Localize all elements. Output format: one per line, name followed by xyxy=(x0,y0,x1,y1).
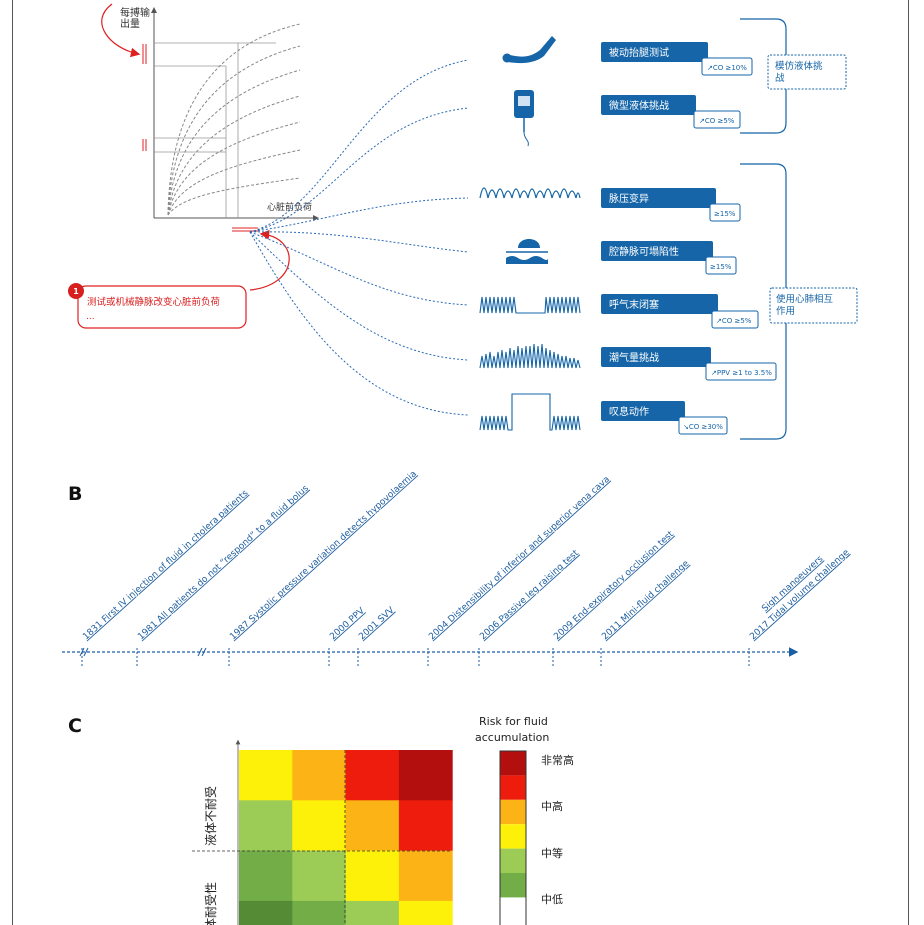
heatmap-cell xyxy=(239,750,293,801)
test-list: 被动抬腿测试 ↗CO ≥10% 微型液体挑战 ↗CO ≥5% 脉压变异 ≥15%… xyxy=(601,42,777,435)
test-connectors xyxy=(249,59,469,416)
preload-change-callout: 1 测试或机械静脉改变心脏前负荷 ... xyxy=(68,283,247,329)
heatmap-cell xyxy=(239,800,293,852)
test-threshold: ↗CO ≥5% xyxy=(699,117,735,125)
test-item-end-expiratory-occlusion: 呼气末闭塞 ↗CO ≥5% xyxy=(601,294,759,329)
delta-sv-markers xyxy=(142,44,147,151)
legend-title-line1: Risk for fluid xyxy=(479,715,548,728)
test-item-tidal-volume-challenge: 潮气量挑战 ↗PPV ≥1 to 3.5% xyxy=(601,347,777,381)
leg-raise-icon xyxy=(502,36,556,64)
guide-lines xyxy=(154,42,276,218)
test-item-mini-fluid-challenge: 微型液体挑战 ↗CO ≥5% xyxy=(601,95,741,129)
tidal-volume-waveform-icon xyxy=(479,343,581,369)
timeline-event: 2011 Mini-fluid challenge xyxy=(600,558,691,642)
legend-label-medium-high: 中高 xyxy=(541,799,563,813)
heatmap-cell xyxy=(292,800,347,852)
test-name: 脉压变异 xyxy=(609,192,649,205)
heatmap-cell xyxy=(398,900,453,925)
test-threshold: ≥15% xyxy=(714,210,736,218)
x-axis-label: 心脏前负荷 xyxy=(267,201,312,213)
right-border-line xyxy=(908,0,909,925)
timeline: 1831 First IV injection of fluid in chol… xyxy=(62,469,852,668)
legend-label-very-high: 非常高 xyxy=(541,753,574,767)
test-item-passive-leg-raising: 被动抬腿测试 ↗CO ≥10% xyxy=(601,42,753,76)
legend-swatch xyxy=(500,873,526,898)
test-threshold: ↗CO ≥10% xyxy=(707,64,747,72)
starling-curves xyxy=(167,23,301,216)
timeline-event: 2017 Tidal volume challenge xyxy=(748,548,852,643)
top-red-arrow xyxy=(101,3,141,58)
legend-swatch xyxy=(500,751,526,776)
pulse-pressure-waveform-icon xyxy=(479,187,581,199)
test-item-vena-cava-collapsibility: 腔静脉可塌陷性 ≥15% xyxy=(601,241,737,275)
test-name: 被动抬腿测试 xyxy=(609,46,669,59)
legend-label-medium: 中等 xyxy=(541,846,563,860)
test-item-sigh-manoeuvre: 叹息动作 ↘CO ≥30% xyxy=(601,401,728,435)
test-threshold: ↗PPV ≥1 to 3.5% xyxy=(711,369,772,377)
heatmap-cell xyxy=(239,900,293,925)
test-item-pulse-pressure-variation: 脉压变异 ≥15% xyxy=(601,188,741,222)
heatmap-cell xyxy=(292,850,347,902)
test-name: 呼气末闭塞 xyxy=(609,298,659,311)
heatmap-cell xyxy=(398,800,453,852)
y-axis-label-line2: 出量 xyxy=(120,17,140,30)
heatmap-cell xyxy=(292,900,347,925)
frank-starling-panel: 每搏输 出量 心脏前负荷 xyxy=(101,3,319,291)
risk-legend: Risk for fluid accumulation 非常高 中高 中等 中低 xyxy=(475,715,574,925)
callout-arrow xyxy=(249,229,290,291)
callout-number: 1 xyxy=(73,287,79,296)
legend-title-line2: accumulation xyxy=(475,731,549,744)
legend-swatch xyxy=(500,824,526,849)
legend-swatch xyxy=(500,799,526,825)
y-label-intolerance: 液体不耐受 xyxy=(203,786,218,846)
group-label-line2: 战 xyxy=(775,73,785,84)
group-label-line2: 作用 xyxy=(776,305,795,317)
heatmap-cell xyxy=(345,850,400,902)
y-label-tolerance: 体耐受性 xyxy=(204,882,218,925)
vena-cava-ultrasound-icon xyxy=(506,232,548,264)
legend-swatches xyxy=(499,750,527,925)
test-name: 叹息动作 xyxy=(609,405,649,418)
legend-swatch xyxy=(500,775,526,800)
left-border-line xyxy=(12,0,13,925)
end-expiratory-occlusion-waveform-icon xyxy=(479,296,581,314)
heatmap-cell xyxy=(345,900,400,925)
legend-outline xyxy=(499,750,527,925)
callout-ellipsis: ... xyxy=(86,312,95,322)
risk-matrix: 液体不耐受 体耐受性 xyxy=(192,739,453,925)
test-threshold: ≥15% xyxy=(710,263,732,271)
test-threshold: ↗CO ≥5% xyxy=(716,317,752,325)
sigh-waveform-icon xyxy=(479,393,581,431)
preload-marker xyxy=(232,227,258,232)
group-label-line1: 使用心肺相互 xyxy=(776,293,834,305)
section-c-letter: C xyxy=(68,715,82,737)
test-name: 微型液体挑战 xyxy=(609,99,669,112)
heatmap-cell xyxy=(345,800,400,852)
test-name: 潮气量挑战 xyxy=(609,351,659,364)
legend-label-medium-low: 中低 xyxy=(541,893,563,906)
group-label-heart-lung-interactions: 使用心肺相互 作用 xyxy=(769,287,858,324)
test-name: 腔静脉可塌陷性 xyxy=(609,245,679,258)
heatmap-cell xyxy=(239,850,293,902)
y-axis-label-line1: 每搏输 xyxy=(120,6,150,19)
heatmap-cell xyxy=(398,750,453,801)
heatmap-cell xyxy=(292,750,347,801)
heatmap-cell xyxy=(398,850,453,902)
section-b-letter: B xyxy=(68,483,82,505)
group-label-line1: 模仿液体挑 xyxy=(775,60,823,72)
heatmap-cell xyxy=(345,750,400,801)
callout-text: 测试或机械静脉改变心脏前负荷 xyxy=(87,296,221,308)
legend-swatch xyxy=(500,848,526,873)
iv-bag-icon xyxy=(514,90,534,147)
group-label-mimic-fluid-challenge: 模仿液体挑 战 xyxy=(767,54,847,90)
test-threshold: ↘CO ≥30% xyxy=(683,423,723,431)
heatmap-cells xyxy=(239,750,453,925)
